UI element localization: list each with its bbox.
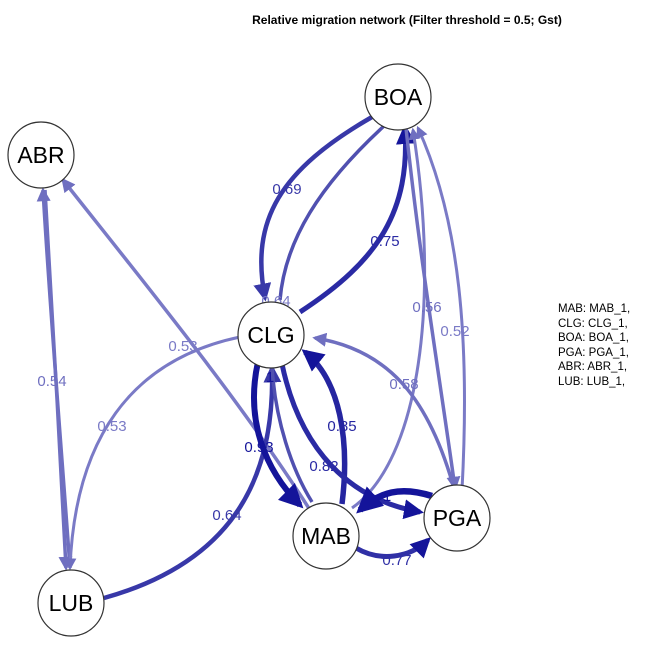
edge-clg-mab-2	[270, 365, 314, 503]
edge-label: 0.75	[370, 233, 399, 250]
edge-clg-mab	[251, 361, 304, 509]
edge-label: 0.54	[37, 373, 66, 390]
node-mab: MAB	[292, 502, 360, 570]
node-pga: PGA	[423, 484, 491, 552]
edge-label: 0.53	[168, 338, 197, 355]
edge-label: 0.52	[440, 323, 469, 340]
legend-item: PGA: PGA_1,	[558, 346, 629, 359]
edge-label: 0.82	[309, 458, 338, 475]
legend: MAB: MAB_1, CLG: CLG_1, BOA: BOA_1, PGA:…	[558, 302, 630, 389]
edge-label: 1	[383, 488, 391, 505]
node-abr: ABR	[7, 121, 75, 189]
node-label: PGA	[433, 505, 482, 531]
node-label: CLG	[247, 322, 294, 348]
edge-clg-lub	[64, 335, 241, 571]
node-label: MAB	[301, 523, 351, 549]
edge-lub-clg	[103, 364, 282, 601]
edge-mab-clg	[301, 349, 348, 505]
legend-item: ABR: ABR_1,	[558, 361, 628, 373]
edge-label: 0.58	[389, 376, 418, 393]
edge-boa-pga	[404, 127, 461, 491]
edge-mab-abr	[61, 177, 312, 511]
edge-label: 0.53	[97, 418, 126, 435]
edge-lub-abr-2	[43, 189, 73, 571]
diagram-title: Relative migration network (Filter thres…	[252, 13, 562, 27]
edge-label: 0.64	[212, 507, 241, 524]
edge-label: 0.56	[412, 299, 441, 316]
legend-item: CLG: CLG_1,	[558, 317, 628, 330]
edge-boa-clg	[253, 115, 374, 302]
node-label: BOA	[374, 84, 423, 110]
edge-pga-clg	[312, 332, 457, 493]
edge-boa-clg-2	[278, 124, 386, 301]
legend-item: MAB: MAB_1,	[558, 303, 631, 315]
edge-mab-pga	[354, 537, 431, 559]
legend-item: LUB: LUB_1,	[558, 375, 626, 388]
node-label: LUB	[49, 590, 94, 616]
edge-label: 0.93	[244, 439, 273, 456]
node-lub: LUB	[37, 569, 105, 637]
edge-clg-pga	[279, 363, 424, 520]
edge-label: 0.77	[382, 552, 411, 569]
legend-item: BOA: BOA_1,	[558, 332, 629, 344]
edge-pga-boa	[416, 125, 467, 491]
node-boa: BOA	[364, 63, 432, 131]
edge-label: 0.85	[327, 418, 356, 435]
edge-pga-mab	[356, 486, 433, 514]
edge-label: 1	[266, 369, 274, 386]
node-label: ABR	[17, 142, 64, 168]
edge-clg-boa	[298, 124, 416, 315]
edge-mab-boa	[351, 127, 427, 510]
node-clg: CLG	[237, 301, 305, 369]
edge-label: 0.69	[272, 181, 301, 198]
